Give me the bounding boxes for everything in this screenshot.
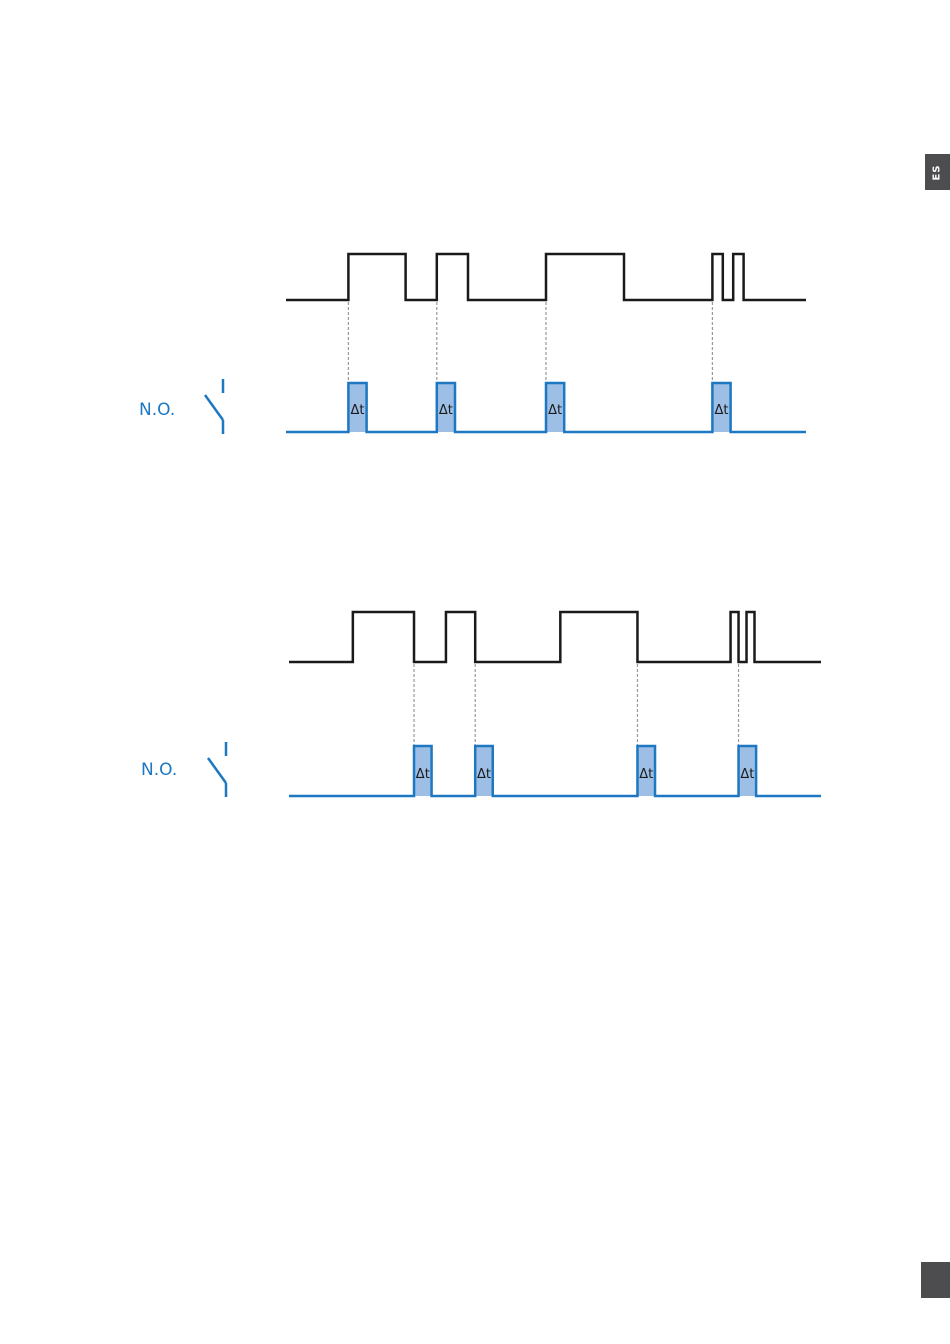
- delta-t-label: Δt: [715, 403, 729, 418]
- delta-t-label: Δt: [477, 767, 491, 782]
- delta-t-label: Δt: [351, 403, 365, 418]
- delta-t-label: Δt: [548, 403, 562, 418]
- timing-diagram-falling: Δt Δt Δt Δt N.O.: [141, 612, 821, 797]
- input-signal-line: [289, 612, 821, 662]
- timing-diagram-rising: Δt Δt Δt Δt N.O.: [139, 254, 806, 434]
- delta-t-label: Δt: [439, 403, 453, 418]
- switch-blade: [205, 395, 223, 420]
- delta-t-label: Δt: [639, 767, 653, 782]
- relay-no-label: N.O.: [139, 400, 175, 420]
- delta-t-label: Δt: [416, 767, 430, 782]
- normally-open-switch-icon: [205, 379, 223, 434]
- delta-t-label: Δt: [740, 767, 754, 782]
- normally-open-switch-icon: [208, 742, 226, 797]
- input-signal-line: [286, 254, 806, 300]
- relay-no-label: N.O.: [141, 760, 177, 780]
- switch-blade: [208, 758, 226, 783]
